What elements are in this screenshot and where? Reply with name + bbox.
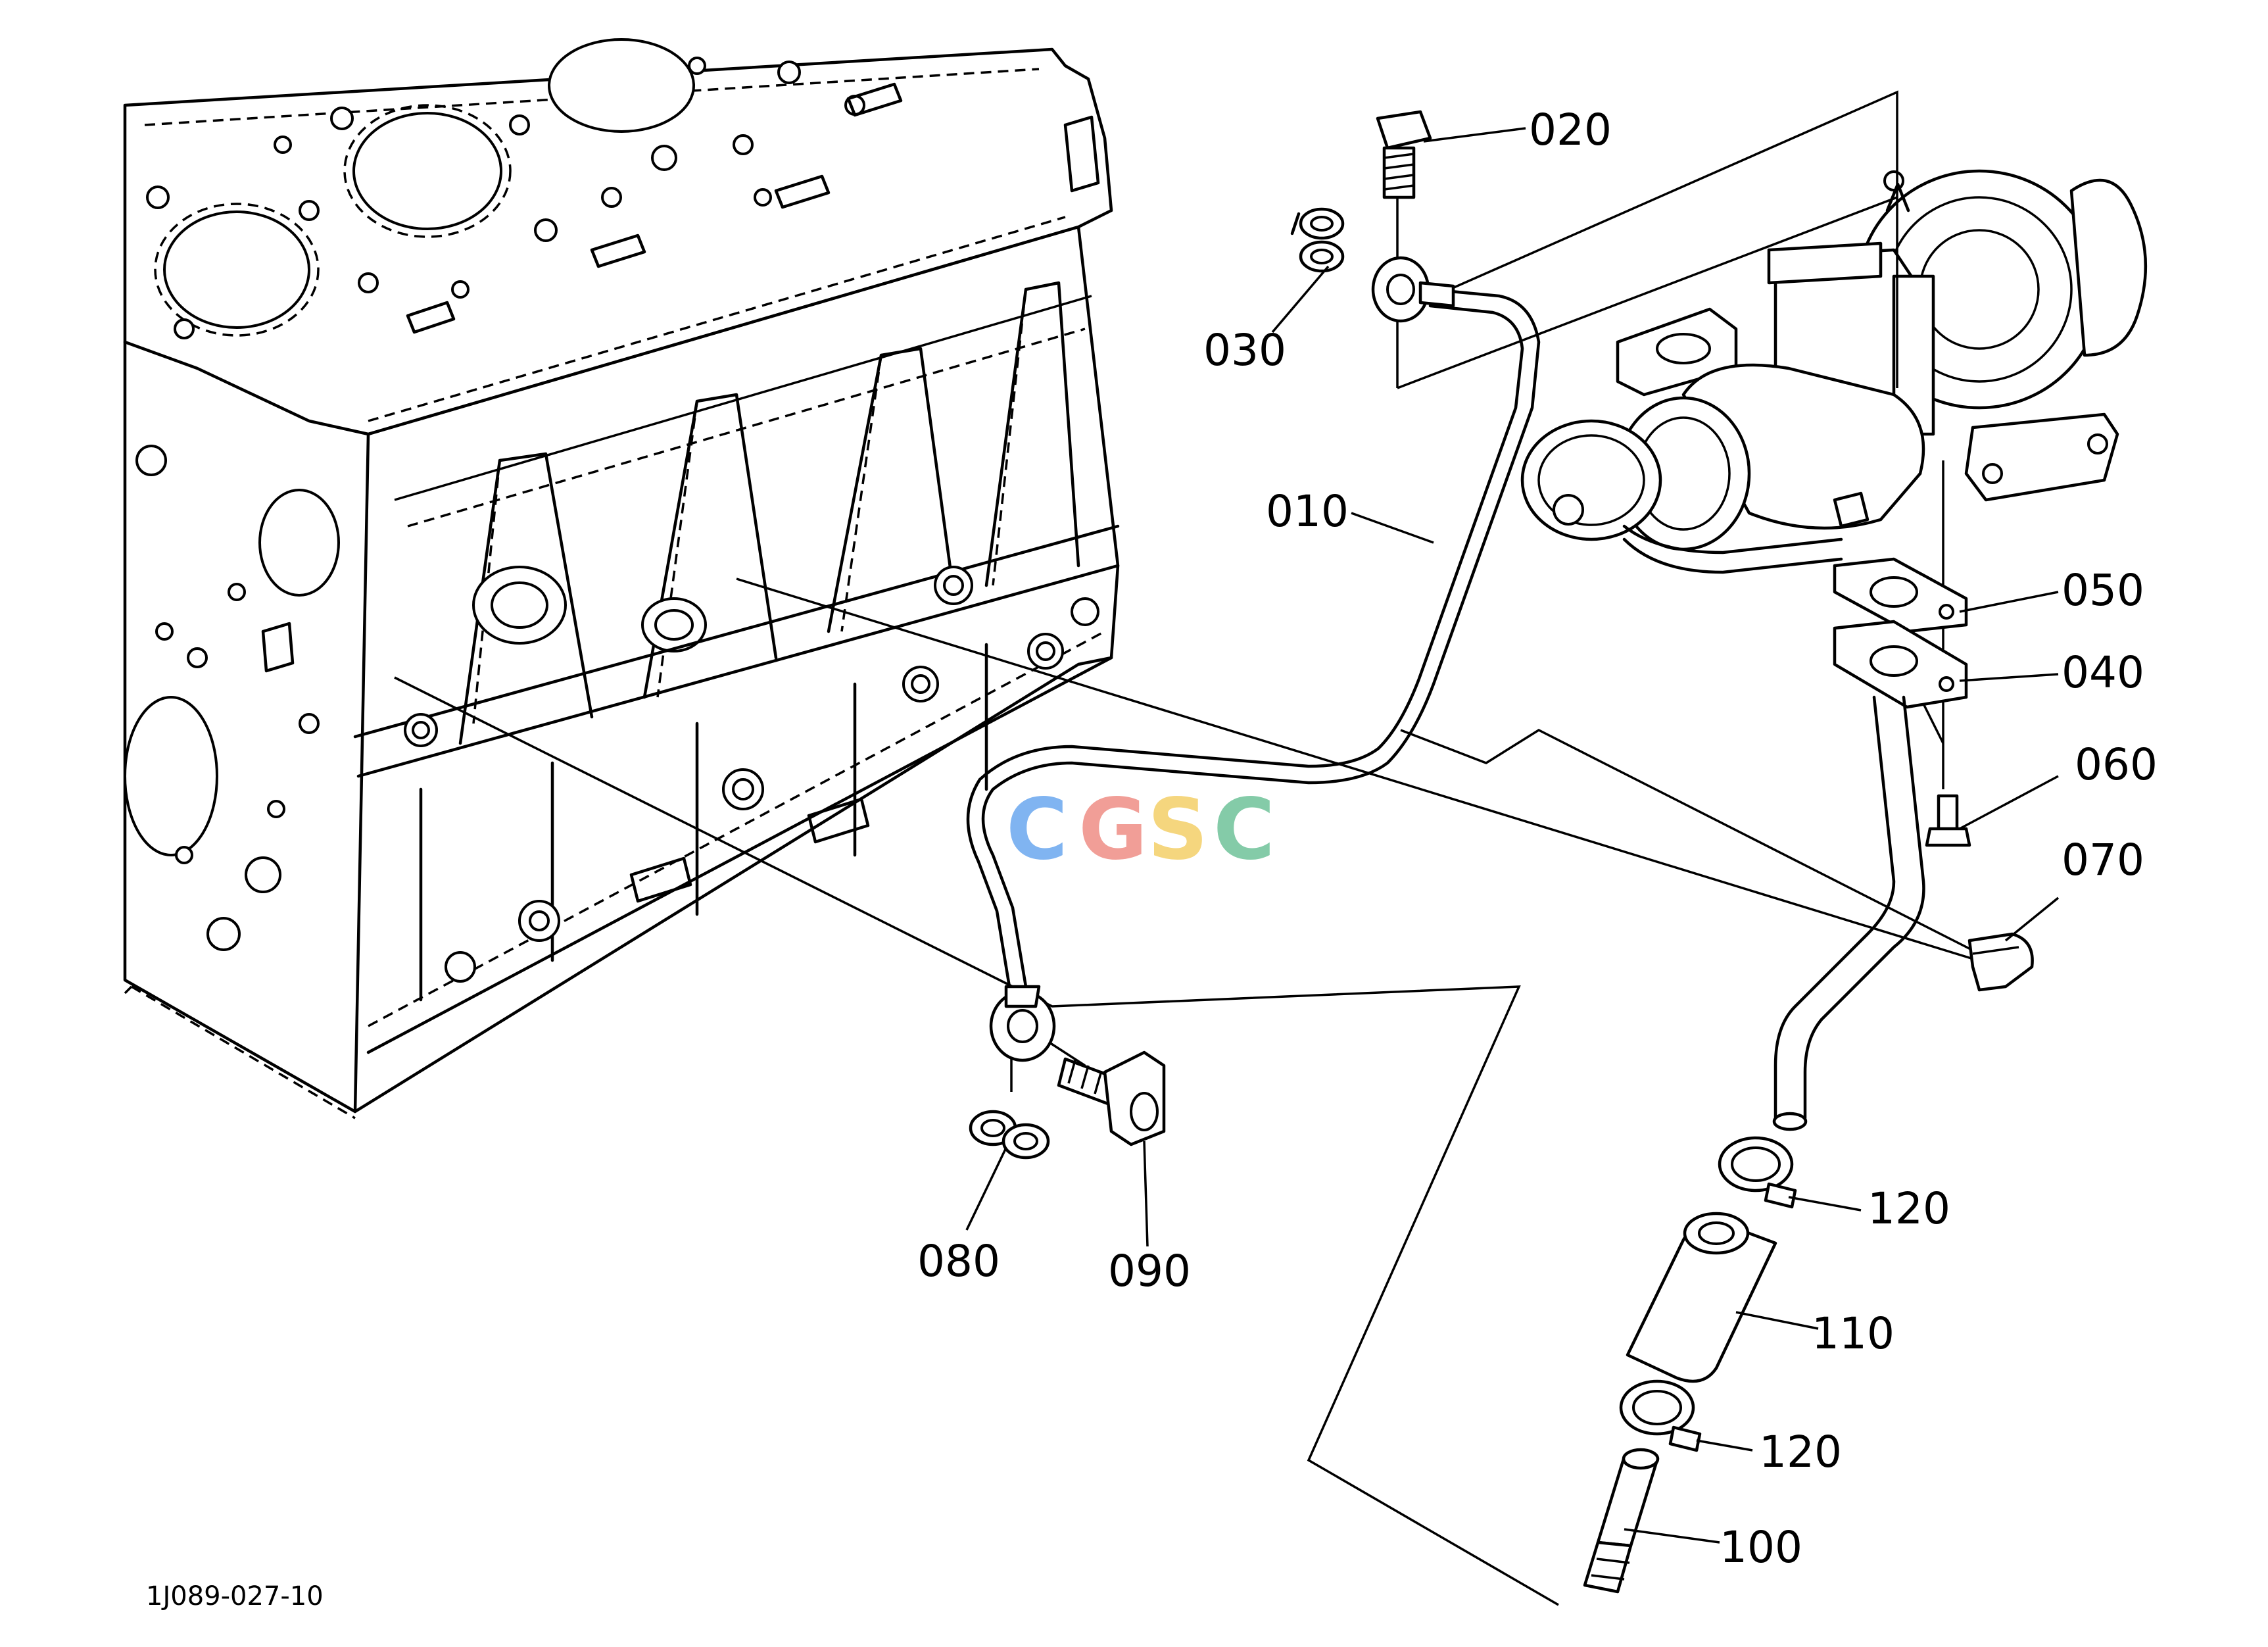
callout-050: 050 bbox=[2062, 565, 2144, 616]
callout-090: 090 bbox=[1108, 1246, 1191, 1296]
callout-040: 040 bbox=[2062, 647, 2144, 698]
callout-020: 020 bbox=[1529, 105, 1612, 155]
washers-030 bbox=[1290, 207, 1345, 273]
callout-010: 010 bbox=[1266, 486, 1349, 537]
callout-070: 070 bbox=[2062, 835, 2144, 885]
clip-070 bbox=[1967, 932, 2034, 992]
clamp-120-upper bbox=[1718, 1136, 1797, 1209]
watermark-letter-3: S bbox=[1147, 781, 1208, 879]
oil-pipe-010 bbox=[966, 256, 1541, 1062]
callout-100: 100 bbox=[1720, 1522, 1802, 1573]
drawing-code: 1J089-027-10 bbox=[146, 1581, 324, 1611]
fitting-100 bbox=[1583, 1448, 1660, 1594]
callout-labels: 020 030 010 050 040 060 070 080 090 120 … bbox=[917, 105, 2158, 1573]
hose-110 bbox=[1626, 1212, 1777, 1383]
watermark-letter-2: G bbox=[1078, 781, 1147, 879]
leader-lines bbox=[965, 127, 2060, 1544]
callout-080: 080 bbox=[917, 1236, 1000, 1287]
gasket-040 bbox=[1833, 620, 1968, 709]
adapter-090 bbox=[1057, 1050, 1166, 1146]
return-pipe bbox=[1772, 695, 1925, 1131]
bolt-020 bbox=[1376, 110, 1432, 199]
washers-080 bbox=[969, 1110, 1050, 1160]
callout-060: 060 bbox=[2075, 739, 2158, 790]
clamp-120-lower bbox=[1619, 1379, 1702, 1452]
callout-030: 030 bbox=[1203, 325, 1286, 376]
callout-120-lower: 120 bbox=[1759, 1427, 1842, 1477]
watermark-letter-4: C bbox=[1213, 781, 1275, 879]
engine-block bbox=[123, 38, 1120, 1119]
callout-120-upper: 120 bbox=[1868, 1183, 1950, 1234]
turbocharger bbox=[1520, 169, 2148, 574]
bolt-060 bbox=[1925, 794, 1971, 847]
watermark-letter-1: C bbox=[1006, 781, 1068, 879]
watermark: C G S C bbox=[1006, 781, 1275, 879]
gasket-050 bbox=[1833, 557, 1968, 633]
callout-110: 110 bbox=[1812, 1308, 1894, 1359]
